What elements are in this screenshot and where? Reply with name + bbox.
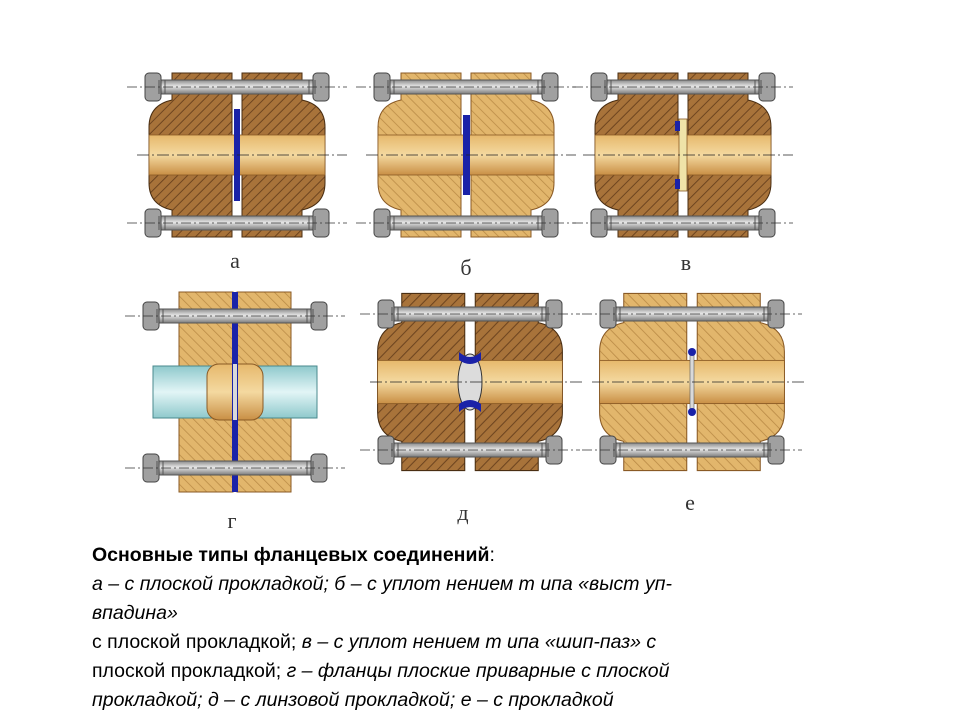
caption-title: Основные типы фланцевых соединений xyxy=(92,544,490,566)
panel-a xyxy=(126,72,348,238)
gasket xyxy=(675,179,680,189)
caption-line-2: впадина» xyxy=(92,602,178,624)
panel-v xyxy=(572,72,794,238)
oval-gasket xyxy=(688,408,696,416)
caption-line-4b: г – фланцы плоские приварные с плоской xyxy=(286,660,670,682)
label-e: е xyxy=(685,490,695,515)
caption-line-5: прокладкой; д – с линзовой прокладкой; е… xyxy=(92,689,614,711)
caption-line-4a: плоской прокладкой; xyxy=(92,660,287,682)
label-d: д xyxy=(457,500,469,525)
lens-gasket xyxy=(459,400,481,412)
panel-e xyxy=(581,292,807,472)
label-g: г xyxy=(227,508,237,533)
oval-gasket xyxy=(688,348,696,356)
caption-line-3b: в – с уплот нением т ипа «шип-паз» с xyxy=(301,631,657,653)
label-a: а xyxy=(230,248,240,273)
gasket xyxy=(675,121,680,131)
label-v: в xyxy=(680,250,692,275)
caption-line-3a: с плоской прокладкой; xyxy=(92,631,302,653)
label-b: б xyxy=(460,255,472,280)
panel-g xyxy=(124,291,346,493)
lens-gasket xyxy=(459,352,481,364)
caption-colon: : xyxy=(489,544,495,566)
figure-caption: Основные типы фланцевых соединений: а – … xyxy=(92,541,852,715)
panel-b xyxy=(355,72,577,238)
caption-line-1: а – с плоской прокладкой; б – с уплот не… xyxy=(92,573,672,595)
flange-joints-figure xyxy=(124,72,807,493)
panel-d xyxy=(359,292,585,472)
